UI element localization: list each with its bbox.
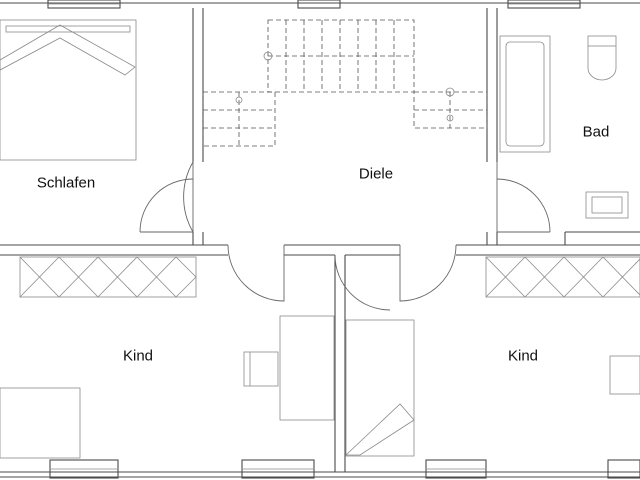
room-label-bedroom: Schlafen bbox=[36, 174, 96, 192]
desk-right bbox=[344, 319, 640, 457]
sink bbox=[585, 191, 629, 219]
bottom-windows bbox=[49, 459, 640, 479]
toilet bbox=[587, 35, 617, 81]
wardrobe-right bbox=[485, 256, 640, 298]
staircase bbox=[202, 19, 488, 147]
bathtub bbox=[499, 35, 551, 153]
desk-left bbox=[243, 315, 335, 421]
room-label-child-right: Kind bbox=[507, 347, 539, 365]
bed bbox=[0, 19, 137, 161]
doors bbox=[139, 161, 551, 311]
bed-child-left bbox=[0, 387, 81, 459]
top-windows bbox=[47, 0, 581, 9]
wardrobe-left bbox=[19, 256, 197, 298]
room-label-child-left: Kind bbox=[122, 347, 154, 365]
room-label-hall: Diele bbox=[358, 165, 394, 183]
interior-walls bbox=[0, 8, 640, 472]
room-label-bath: Bad bbox=[582, 123, 610, 141]
